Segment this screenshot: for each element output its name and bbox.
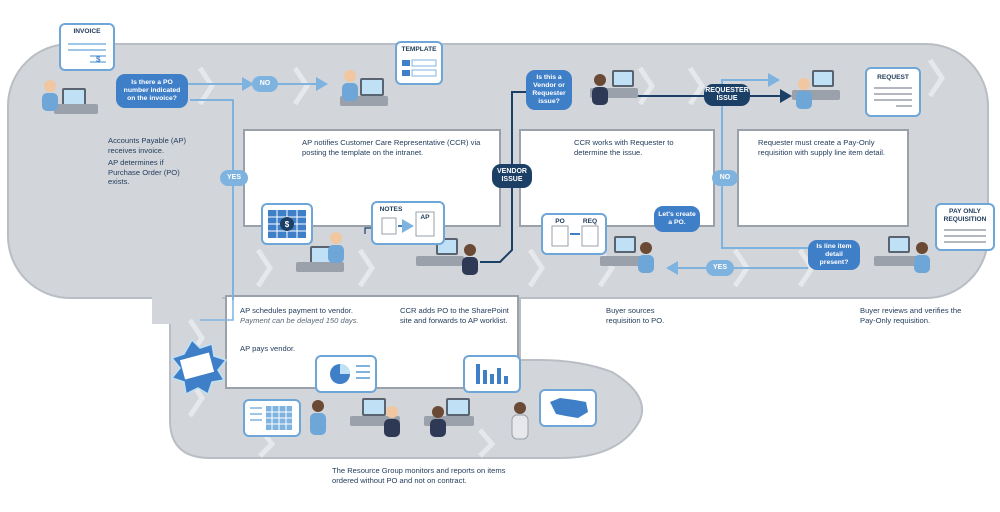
ccr-works-text: CCR works with Requester to determine th… bbox=[574, 138, 674, 157]
ap-pays-text: AP pays vendor. bbox=[240, 344, 296, 353]
yes-label-left: YES bbox=[220, 170, 248, 186]
invoice-card-art: $ bbox=[59, 23, 115, 71]
calendar-icon: $ bbox=[261, 203, 313, 245]
resource-group-text: The Resource Group monitors and reports … bbox=[332, 466, 506, 485]
invoice-card-title: INVOICE bbox=[73, 28, 101, 35]
ap-receives-text: Accounts Payable (AP) receives invoice. bbox=[108, 136, 187, 155]
ap-notifies-text: AP notifies Customer Care Representative… bbox=[302, 138, 481, 157]
create-po-bubble: Let's create a PO. bbox=[654, 206, 700, 232]
request-card-art bbox=[865, 67, 921, 117]
person-ap-template bbox=[340, 70, 388, 106]
bar-chart-icon bbox=[463, 355, 521, 393]
request-card-title: REQUEST bbox=[877, 74, 909, 81]
po-number-question: Is there a PO number indicated on the in… bbox=[116, 74, 188, 108]
resource-group-people bbox=[310, 398, 529, 440]
connectors bbox=[188, 73, 808, 321]
person-ccr-top bbox=[590, 70, 638, 105]
person-buyer bbox=[600, 236, 654, 273]
vendor-requester-question: Is this a Vendor or Requester issue? bbox=[526, 70, 572, 110]
req-card-title: REQ bbox=[582, 218, 598, 225]
pay-only-card-title: PAY ONLY REQUISITION bbox=[943, 208, 987, 223]
ap-schedules-text: AP schedules payment to vendor. bbox=[240, 306, 353, 315]
po-card-title: PO bbox=[555, 218, 565, 225]
no-label-right: NO bbox=[712, 170, 738, 186]
yes-label-right: YES bbox=[706, 260, 734, 276]
svg-text:$: $ bbox=[96, 55, 101, 64]
template-card-art bbox=[395, 41, 443, 85]
map-icon bbox=[539, 389, 597, 427]
payment-delay-note: Payment can be delayed 150 days. bbox=[240, 316, 359, 325]
person-requester bbox=[792, 70, 840, 109]
ccr-adds-text: CCR adds PO to the SharePoint site and f… bbox=[400, 306, 509, 325]
no-label-top: NO bbox=[252, 76, 278, 92]
vendor-issue-label: VENDOR ISSUE bbox=[492, 164, 532, 188]
line-item-question: Is line item detail present? bbox=[808, 240, 860, 270]
ap-determines-text: AP determines if Purchase Order (PO) exi… bbox=[108, 158, 180, 186]
payment-delay-text: Payment can be delayed 150 days. bbox=[240, 316, 420, 326]
person-buyer-review bbox=[874, 236, 930, 273]
buyer-reviews-text: Buyer reviews and verifies the Pay-Only … bbox=[860, 306, 962, 325]
notes-card-title: NOTES bbox=[379, 206, 403, 213]
chart-icon bbox=[315, 355, 377, 393]
person-ap-calendar bbox=[296, 232, 344, 272]
po-req-card-art bbox=[541, 213, 607, 255]
person-ccr-notes bbox=[416, 238, 478, 275]
dollar-icon: $ bbox=[285, 220, 290, 229]
buyer-sources-text: Buyer sources requisition to PO. bbox=[606, 306, 665, 325]
requester-issue-label: REQUESTER ISSUE bbox=[704, 84, 750, 106]
payment-burst-icon bbox=[170, 338, 228, 396]
ap-card-title: AP bbox=[420, 214, 430, 221]
pay-only-card-art bbox=[935, 203, 995, 251]
requester-must-text: Requester must create a Pay-Only requisi… bbox=[758, 138, 886, 157]
template-card-title: TEMPLATE bbox=[401, 46, 437, 53]
notes-card-art bbox=[371, 201, 445, 245]
grid-icon bbox=[243, 399, 301, 437]
person-ap-invoice bbox=[42, 80, 98, 114]
